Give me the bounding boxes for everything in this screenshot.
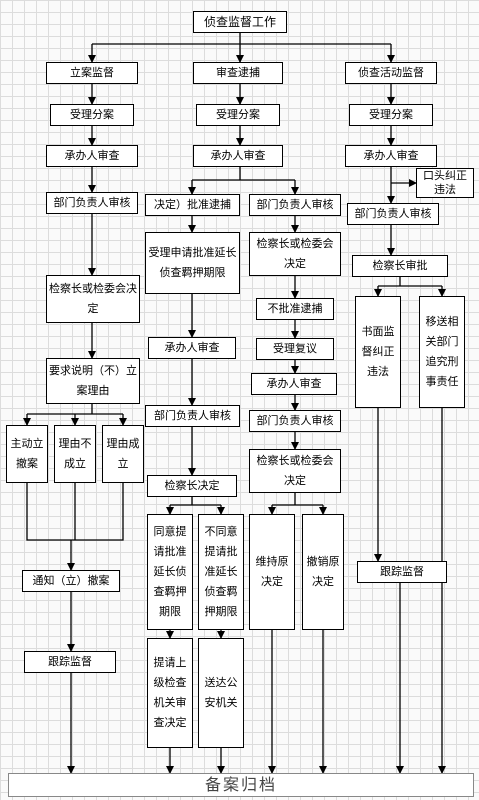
node-left-self-filing-label: 主动立撤案 — [10, 437, 44, 470]
node-title: 侦查监督工作 — [193, 11, 287, 33]
node-mid-disagree-ext-label: 不同意提请批准延长侦查羁押期限 — [204, 525, 238, 618]
node-mid-no-arrest: 不批准逮捕 — [256, 298, 334, 320]
node-left-dept-head: 部门负责人审核 — [46, 192, 138, 214]
node-right-written-correction: 书面监督纠正违法 — [355, 296, 401, 408]
node-right-review: 承办人审查 — [345, 145, 437, 167]
node-mid-chief-decision: 检察长决定 — [147, 475, 237, 497]
node-mid-decision-right-label: 检察长或检委会决定 — [256, 237, 334, 270]
node-mid-revoke-label: 撤销原决定 — [306, 555, 340, 588]
node-mid-approve-arrest: 决定）批准逮捕 — [145, 194, 240, 216]
node-mid-review2: 承办人审查 — [148, 337, 236, 359]
node-mid-reconsider: 受理复议 — [256, 338, 334, 360]
node-right-oral-correction-label: 口头纠正违法 — [423, 169, 467, 196]
node-mid-submit-superior-label: 提请上级检查机关审查决定 — [153, 656, 187, 729]
node-right-chief-approval: 检察长审批 — [352, 255, 448, 277]
node-left-reason-valid: 理由成立 — [102, 425, 144, 483]
node-mid-extension-request-label: 受理申请批准延长侦查羁押期限 — [148, 246, 237, 279]
node-mid-decision-right: 检察长或检委会决定 — [249, 232, 341, 276]
node-mid-send-police: 送达公安机关 — [198, 638, 244, 748]
node-mid-submit-superior: 提请上级检查机关审查决定 — [147, 638, 193, 748]
node-right-oral-correction: 口头纠正违法 — [416, 168, 474, 198]
node-arrest-review: 审查逮捕 — [193, 62, 283, 84]
node-left-reason-valid-label: 理由成立 — [106, 437, 140, 470]
node-left-require-explain-label: 要求说明（不）立案理由 — [49, 364, 137, 397]
node-mid-maintain: 维持原决定 — [249, 514, 295, 630]
connector-15 — [26, 483, 71, 541]
node-mid-maintain-label: 维持原决定 — [255, 555, 289, 588]
node-left-track: 跟踪监督 — [24, 651, 116, 673]
node-mid-send-police-label: 送达公安机关 — [204, 676, 238, 709]
node-mid-review3: 承办人审查 — [251, 373, 337, 395]
node-left-notify: 通知（立）撤案 — [22, 570, 120, 592]
node-mid-decision-right2-label: 检察长或检委会决定 — [256, 454, 334, 487]
node-mid-agree-ext: 同意提请批准延长侦查羁押期限 — [147, 514, 193, 630]
node-filing-supervision: 立案监督 — [46, 62, 138, 84]
node-right-transfer-label: 移送相关部门追究刑事责任 — [425, 315, 459, 388]
node-left-require-explain: 要求说明（不）立案理由 — [46, 358, 140, 404]
node-mid-agree-ext-label: 同意提请批准延长侦查羁押期限 — [153, 525, 187, 618]
node-left-review: 承办人审查 — [46, 145, 138, 167]
node-left-reason-invalid-label: 理由不成立 — [58, 437, 92, 470]
node-mid-dept-head: 部门负责人审核 — [249, 194, 341, 216]
node-mid-review: 承办人审查 — [193, 145, 283, 167]
node-left-decision: 检察长或检委会决定 — [46, 275, 140, 323]
node-left-accept: 受理分案 — [50, 104, 134, 126]
node-right-written-correction-label: 书面监督纠正违法 — [361, 325, 395, 378]
node-mid-dept-head2: 部门负责人审核 — [145, 405, 240, 427]
node-mid-disagree-ext: 不同意提请批准延长侦查羁押期限 — [198, 514, 244, 630]
node-mid-extension-request: 受理申请批准延长侦查羁押期限 — [145, 232, 240, 294]
node-mid-decision-right2: 检察长或检委会决定 — [249, 449, 341, 493]
connector-16 — [71, 483, 124, 541]
node-investigation-supervision: 侦查活动监督 — [345, 62, 437, 84]
node-left-decision-label: 检察长或检委会决定 — [49, 282, 137, 315]
node-mid-revoke: 撤销原决定 — [302, 514, 344, 630]
node-right-transfer: 移送相关部门追究刑事责任 — [419, 296, 465, 408]
node-right-track: 跟踪监督 — [357, 561, 447, 583]
node-left-self-filing: 主动立撤案 — [6, 425, 48, 483]
node-right-accept: 受理分案 — [349, 104, 433, 126]
node-mid-accept: 受理分案 — [196, 104, 280, 126]
node-final-archive: 备案归档 — [8, 773, 474, 797]
node-left-reason-invalid: 理由不成立 — [54, 425, 96, 483]
node-mid-dept-head3: 部门负责人审核 — [249, 410, 341, 432]
node-right-dept-head: 部门负责人审核 — [347, 203, 439, 225]
